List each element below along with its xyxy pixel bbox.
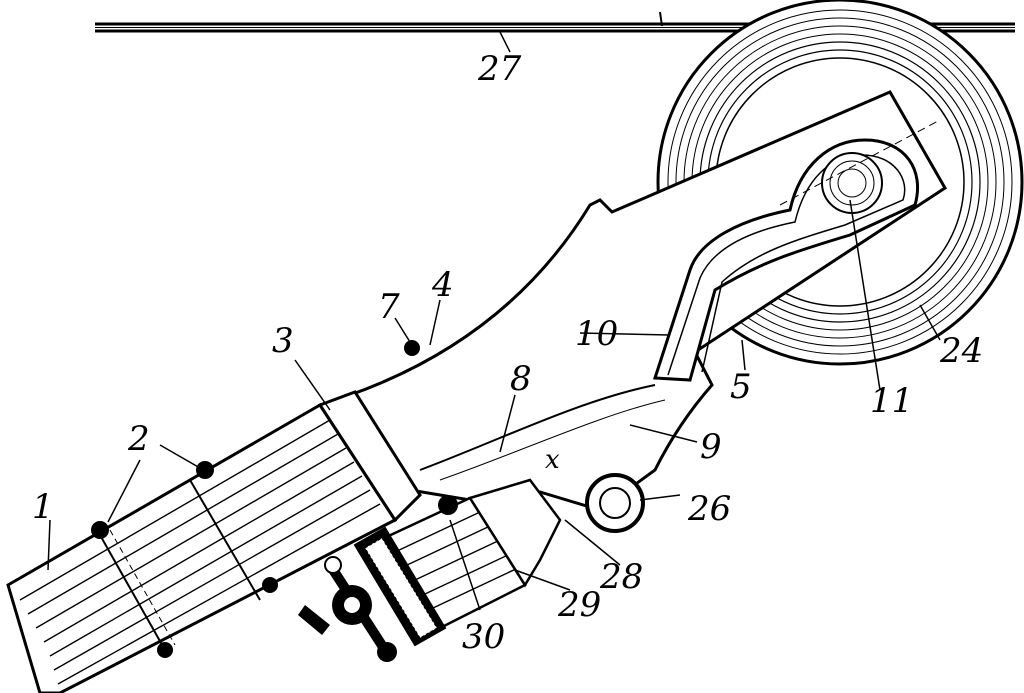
label-24: 24: [939, 331, 983, 371]
label-27: 27: [477, 49, 522, 89]
label-4: 4: [431, 265, 454, 305]
label-11: 11: [870, 381, 913, 421]
label-7: 7: [378, 287, 400, 327]
barrel-tube: [6, 340, 422, 693]
label-8: 8: [510, 359, 532, 399]
valve-assembly: [298, 478, 562, 662]
leader-lines: [47, 199, 941, 611]
label-29: 29: [557, 585, 601, 625]
reference-numerals: 1 2 3 4 5 7 8 9 10 11 24 26 27 28 29 30 …: [32, 49, 983, 657]
label-1: 1: [32, 487, 54, 527]
hanger-arm: [347, 90, 948, 512]
label-30: 30: [462, 617, 505, 657]
label-10: 10: [575, 314, 618, 354]
label-2: 2: [127, 419, 150, 459]
label-3: 3: [272, 321, 294, 361]
label-x: x: [545, 445, 560, 475]
eye-ring: [585, 473, 645, 533]
label-9: 9: [700, 427, 722, 467]
label-28: 28: [599, 557, 643, 597]
label-26: 26: [687, 489, 731, 529]
label-5: 5: [730, 367, 752, 407]
